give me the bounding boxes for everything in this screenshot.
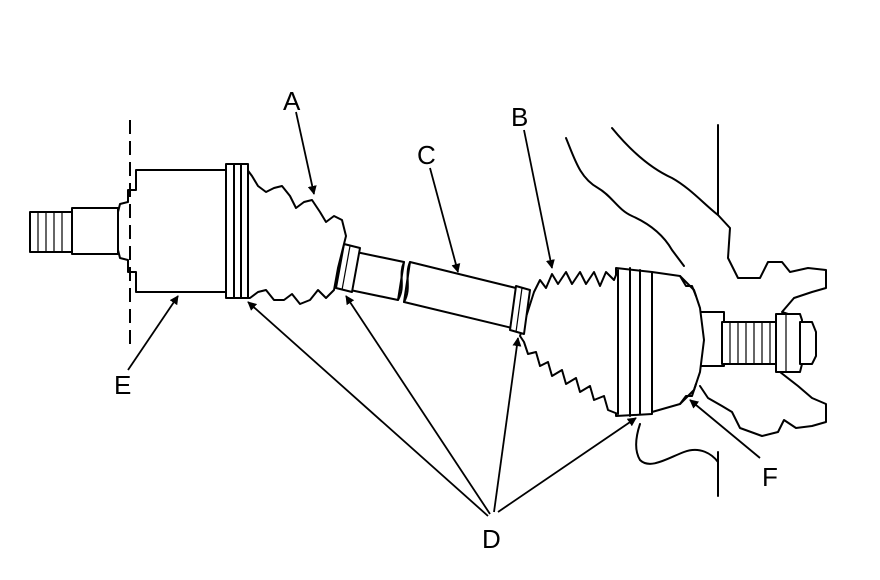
arrow-d3 xyxy=(493,337,522,513)
label-a: A xyxy=(283,86,301,116)
arrow-b xyxy=(523,129,555,269)
arrow-f xyxy=(689,399,761,459)
leader-arrows xyxy=(127,111,761,517)
label-c: C xyxy=(417,140,436,170)
arrow-d2 xyxy=(345,295,491,515)
inboard-joint-housing xyxy=(29,120,227,350)
label-e: E xyxy=(114,370,131,400)
inboard-joint-flange xyxy=(225,163,249,299)
arrow-d1 xyxy=(247,301,489,517)
arrow-a xyxy=(295,111,317,195)
knuckle-outline xyxy=(565,124,827,497)
label-d: D xyxy=(482,524,501,554)
inboard-boot xyxy=(245,167,347,305)
outboard-joint xyxy=(615,267,705,417)
boot-bands xyxy=(335,243,531,335)
arrow-c xyxy=(429,167,461,273)
label-b: B xyxy=(511,102,528,132)
intermediate-shaft xyxy=(349,251,517,329)
arrow-e xyxy=(127,295,179,371)
label-f: F xyxy=(762,462,778,492)
outboard-boot xyxy=(519,269,619,415)
outboard-spindle xyxy=(685,311,817,373)
arrow-d4 xyxy=(497,417,637,513)
